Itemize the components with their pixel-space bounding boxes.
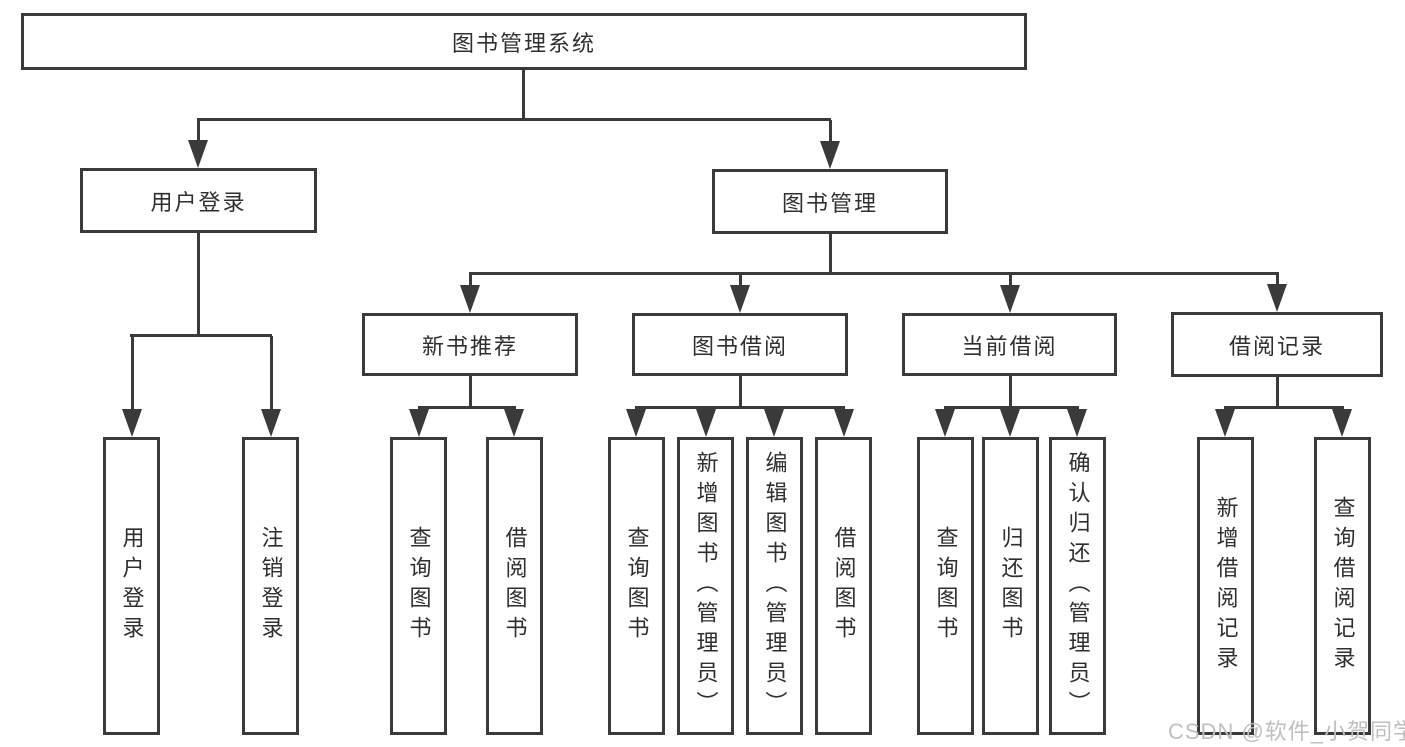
leaf-new-books-query: 查询图书	[390, 437, 447, 735]
connector-root-drop-left	[197, 120, 200, 142]
node-root-label: 图书管理系统	[451, 30, 596, 56]
arrowhead-icon	[696, 409, 716, 437]
arrowhead-icon	[261, 409, 281, 437]
arrowhead-icon	[1332, 409, 1352, 437]
connector-new-books-stub	[469, 375, 472, 409]
connector-book-mgmt-stub	[829, 233, 832, 275]
node-book-borrow: 图书借阅	[632, 313, 848, 376]
arrowhead-icon	[122, 409, 142, 437]
connector-book-borrow-stub	[739, 375, 742, 409]
arrowhead-icon	[1000, 285, 1020, 313]
arrowhead-icon	[935, 409, 955, 437]
leaf-label: 查询图书	[933, 526, 959, 646]
connector-user-login-horizontal	[130, 334, 272, 337]
node-new-books: 新书推荐	[362, 313, 578, 376]
arrowhead-icon	[188, 140, 208, 168]
node-book-mgmt: 图书管理	[712, 169, 948, 234]
arrowhead-icon	[730, 285, 750, 313]
connector-user-login-drop-2	[270, 336, 273, 410]
node-root: 图书管理系统	[21, 13, 1027, 70]
node-borrow-records: 借阅记录	[1171, 312, 1383, 377]
leaf-book-borrow-edit: 编辑图书（管理员）	[746, 437, 803, 735]
connector-user-login-stub	[197, 232, 200, 337]
leaf-book-borrow-query: 查询图书	[608, 437, 665, 735]
leaf-book-borrow-add: 新增图书（管理员）	[677, 437, 734, 735]
connector-current-borrow-horizontal	[944, 406, 1079, 409]
connector-new-books-horizontal	[418, 406, 516, 409]
leaf-new-books-borrow: 借阅图书	[486, 437, 543, 735]
leaf-user-login-login: 用户登录	[103, 437, 160, 735]
node-new-books-label: 新书推荐	[421, 333, 518, 359]
leaf-borrow-records-query: 查询借阅记录	[1314, 437, 1371, 735]
arrowhead-icon	[1267, 284, 1287, 312]
leaf-label: 用户登录	[119, 526, 145, 646]
arrowhead-icon	[1215, 409, 1235, 437]
leaf-label: 查询图书	[624, 526, 650, 646]
connector-book-mgmt-drop-1	[469, 274, 472, 287]
connector-book-mgmt-drop-4	[1276, 274, 1279, 286]
leaf-label: 查询图书	[406, 526, 432, 646]
connector-book-mgmt-drop-3	[1009, 274, 1012, 287]
arrowhead-icon	[1067, 409, 1087, 437]
leaf-user-login-logout: 注销登录	[242, 437, 299, 735]
node-borrow-records-label: 借阅记录	[1228, 333, 1325, 359]
connector-book-mgmt-horizontal	[469, 272, 1279, 275]
leaf-label: 归还图书	[998, 526, 1024, 646]
leaf-current-borrow-return: 归还图书	[982, 437, 1039, 735]
connector-user-login-drop-1	[131, 336, 134, 410]
leaf-book-borrow-borrow: 借阅图书	[815, 437, 872, 735]
connector-borrow-records-stub	[1276, 376, 1279, 409]
leaf-current-borrow-confirm: 确认归还（管理员）	[1049, 437, 1106, 735]
leaf-borrow-records-add: 新增借阅记录	[1197, 437, 1254, 735]
leaf-label: 新增图书（管理员）	[693, 451, 719, 721]
leaf-label: 确认归还（管理员）	[1065, 451, 1091, 721]
leaf-label: 新增借阅记录	[1213, 496, 1239, 676]
connector-book-borrow-horizontal	[635, 406, 845, 409]
leaf-current-borrow-query: 查询图书	[917, 437, 974, 735]
arrowhead-icon	[504, 409, 524, 437]
node-current-borrow: 当前借阅	[902, 313, 1117, 376]
node-user-login-label: 用户登录	[150, 189, 247, 215]
connector-current-borrow-stub	[1009, 375, 1012, 409]
watermark: CSDN @软件_小贺同学	[1168, 719, 1405, 744]
connector-borrow-records-horizontal	[1224, 406, 1344, 409]
connector-book-mgmt-drop-2	[739, 274, 742, 287]
connector-root-stub	[522, 68, 525, 121]
node-book-borrow-label: 图书借阅	[691, 333, 788, 359]
connector-root-horizontal	[197, 118, 831, 121]
arrowhead-icon	[834, 409, 854, 437]
arrowhead-icon	[1000, 409, 1020, 437]
leaf-label: 借阅图书	[831, 526, 857, 646]
node-user-login: 用户登录	[80, 168, 317, 233]
leaf-label: 查询借阅记录	[1330, 496, 1356, 676]
leaf-label: 编辑图书（管理员）	[762, 451, 788, 721]
arrowhead-icon	[460, 285, 480, 313]
arrowhead-icon	[820, 141, 840, 169]
leaf-label: 注销登录	[258, 526, 284, 646]
arrowhead-icon	[409, 409, 429, 437]
leaf-label: 借阅图书	[502, 526, 528, 646]
arrowhead-icon	[626, 409, 646, 437]
arrowhead-icon	[764, 409, 784, 437]
connector-root-drop-right	[829, 120, 832, 143]
node-current-borrow-label: 当前借阅	[961, 333, 1058, 359]
node-book-mgmt-label: 图书管理	[781, 190, 878, 216]
